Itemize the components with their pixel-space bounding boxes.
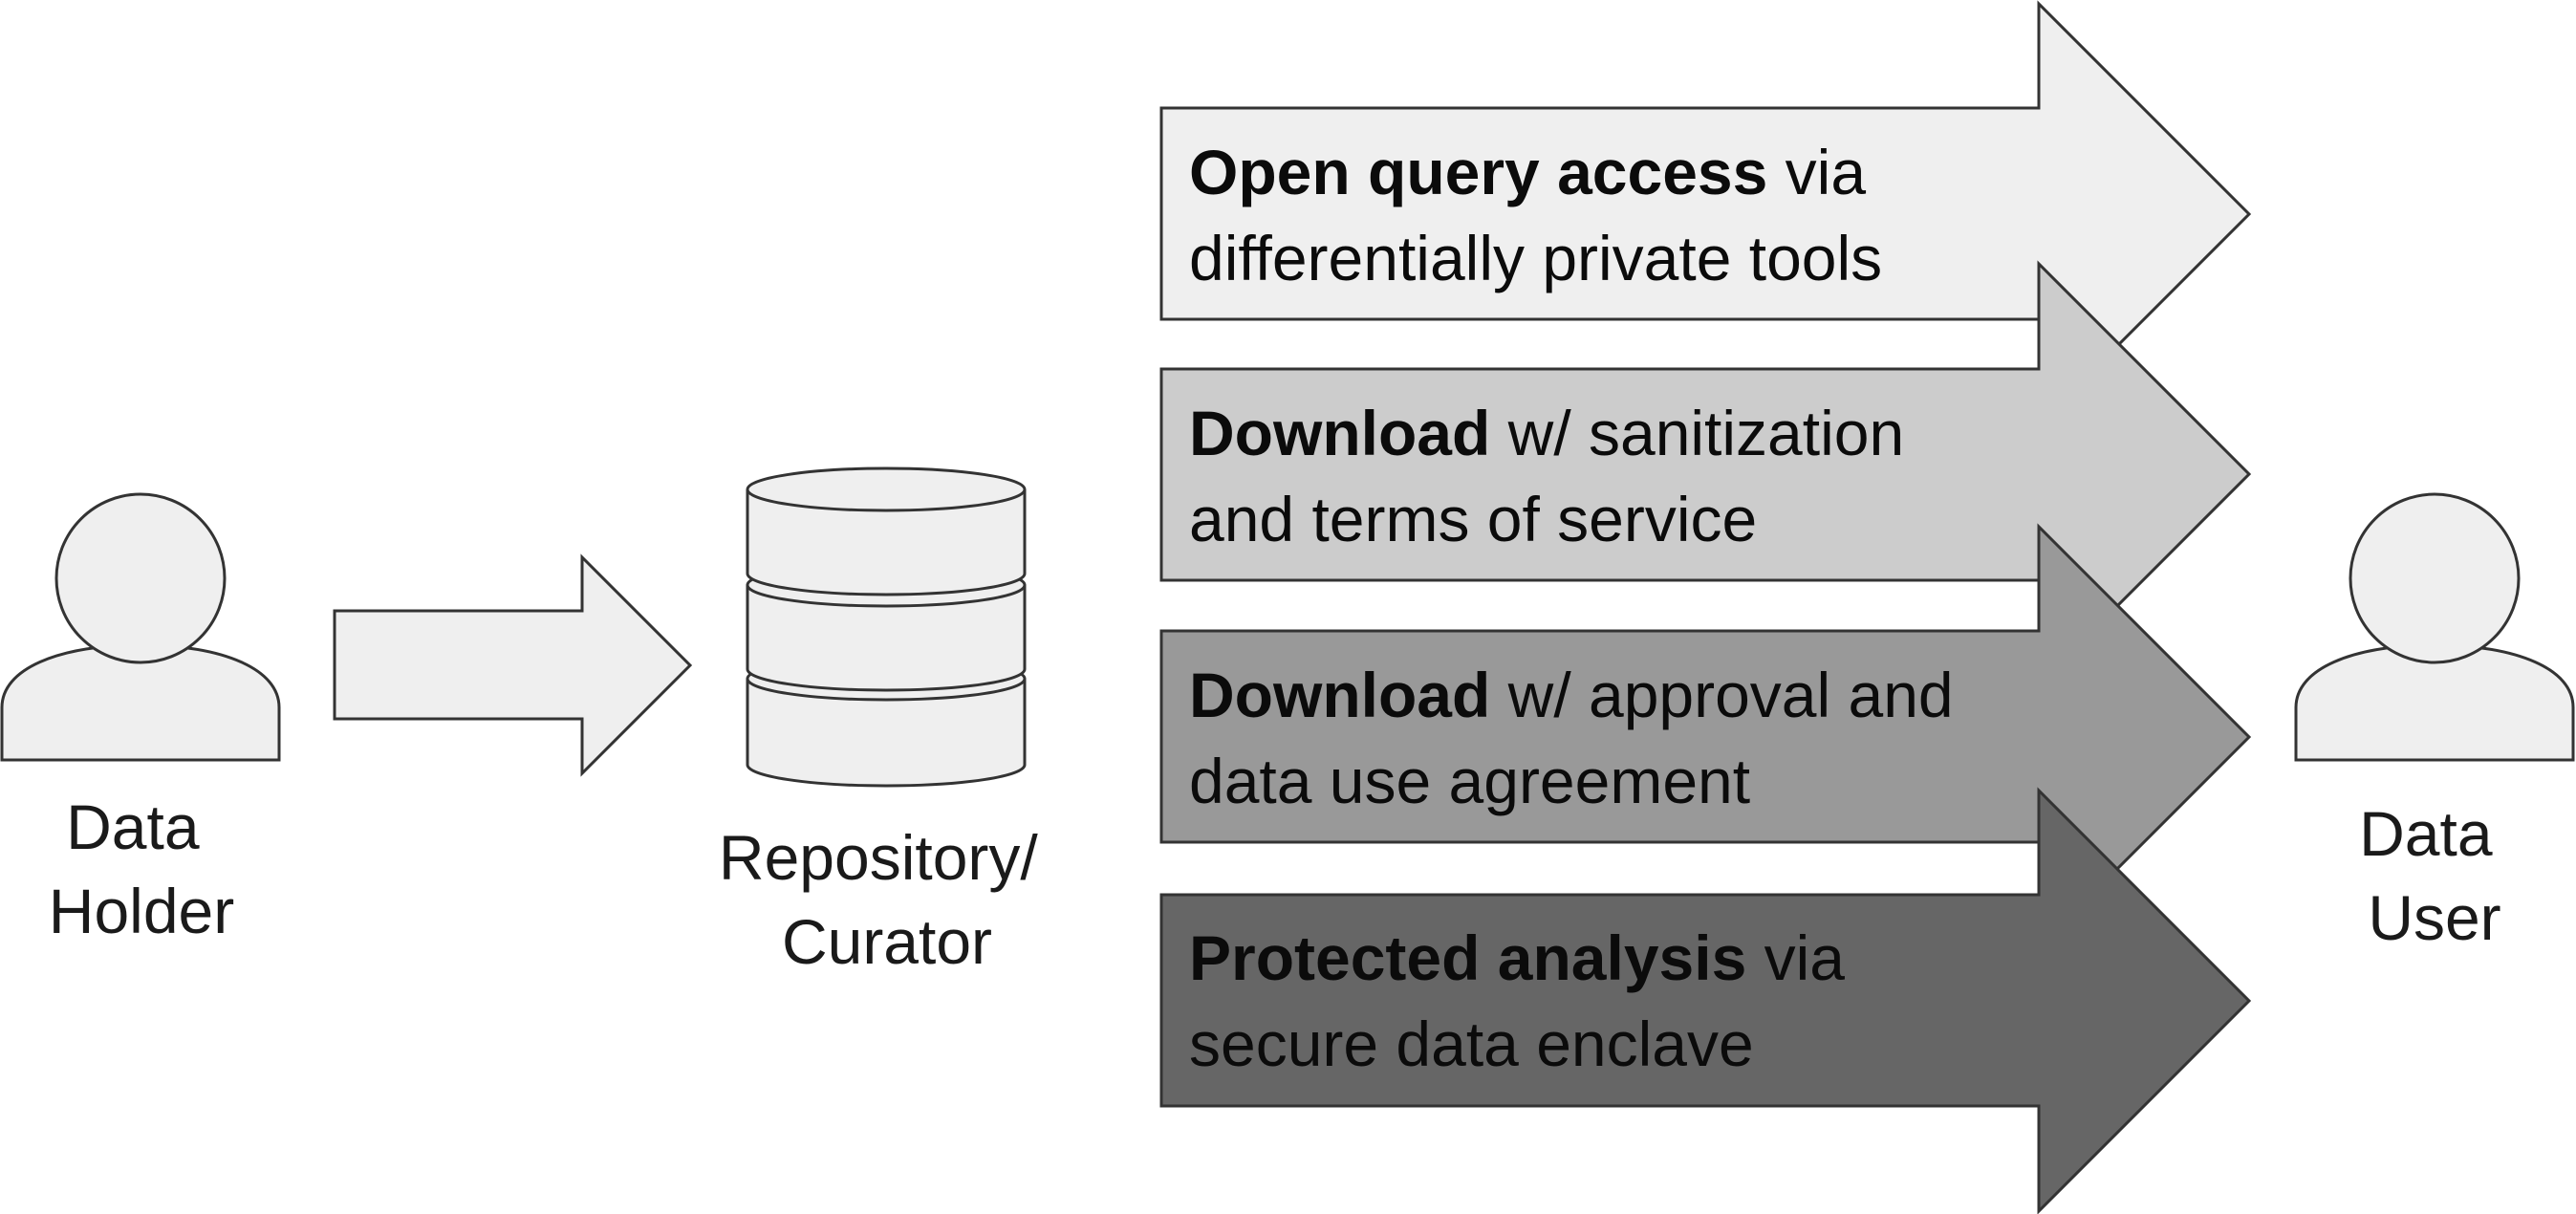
data-holder-label-line1: Data xyxy=(66,791,200,862)
data-user-label: Data User xyxy=(2359,798,2510,953)
access-arrow-open-query: Open query access via differentially pri… xyxy=(1159,0,2252,428)
database-icon xyxy=(746,466,1027,788)
data-holder-person-icon xyxy=(0,492,281,762)
access-arrow-protected-analysis-text: Protected analysis via secure data encla… xyxy=(1189,922,1862,1079)
repository-label: Repository/ Curator xyxy=(719,822,1055,977)
access-arrow-protected-analysis-bold: Protected analysis xyxy=(1189,922,1746,993)
repository-label-line2: Curator xyxy=(782,906,992,977)
access-arrow-open-query-text: Open query access via differentially pri… xyxy=(1189,137,1883,293)
access-arrow-download-approval-rest: w/ approval and xyxy=(1490,660,1953,730)
data-user-person-icon xyxy=(2294,492,2575,762)
access-arrow-protected-analysis-rest: via xyxy=(1746,922,1845,993)
repository-label-line1: Repository/ xyxy=(719,822,1038,893)
access-arrow-download-approval-bold: Download xyxy=(1189,660,1490,730)
access-arrow-download-sanitization-line2: and terms of service xyxy=(1189,484,1757,554)
access-arrow-download-sanitization-bold: Download xyxy=(1189,398,1490,468)
access-arrow-download-sanitization-text: Download w/ sanitization and terms of se… xyxy=(1189,398,1922,554)
access-arrow-download-approval-line2: data use agreement xyxy=(1189,746,1750,816)
access-arrow-open-query-bold: Open query access xyxy=(1189,137,1767,207)
data-holder-label-line2: Holder xyxy=(49,876,234,946)
access-arrow-download-approval: Download w/ approval and data use agreem… xyxy=(1159,523,2252,951)
access-arrow-download-sanitization-rest: w/ sanitization xyxy=(1490,398,1904,468)
access-arrow-download-approval-text: Download w/ approval and data use agreem… xyxy=(1189,660,1971,816)
access-arrow-protected-analysis: Protected analysis via secure data encla… xyxy=(1159,787,2252,1214)
data-user-label-line1: Data xyxy=(2359,798,2493,869)
access-arrow-protected-analysis-line2: secure data enclave xyxy=(1189,1008,1754,1079)
access-arrow-open-query-rest: via xyxy=(1767,137,1866,207)
access-arrow-download-sanitization: Download w/ sanitization and terms of se… xyxy=(1159,260,2252,688)
data-holder-label: Data Holder xyxy=(49,791,234,946)
holder-to-repository-arrow xyxy=(333,553,693,777)
access-arrow-open-query-line2: differentially private tools xyxy=(1189,223,1882,293)
data-user-label-line2: User xyxy=(2368,882,2500,953)
